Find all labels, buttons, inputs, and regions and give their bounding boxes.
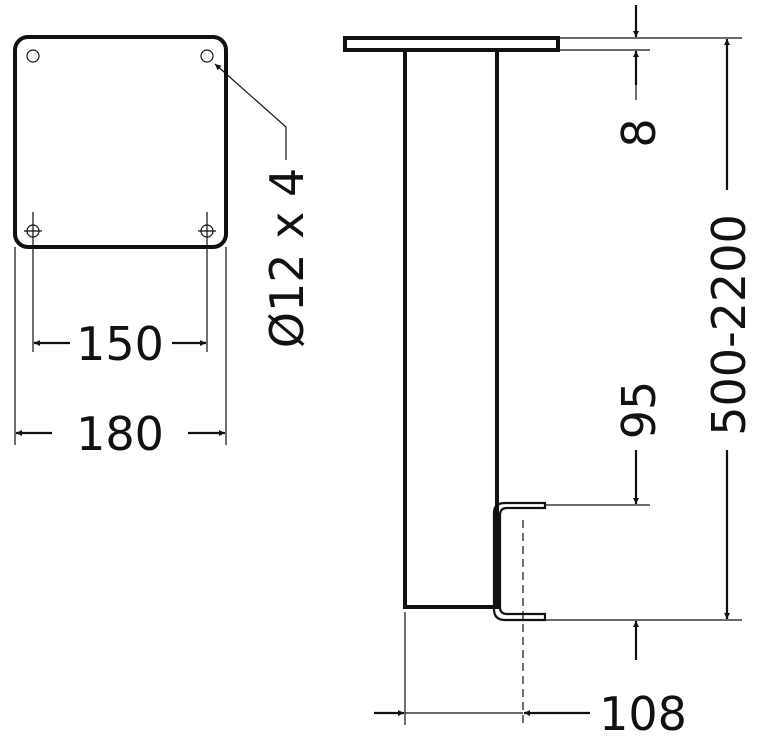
dimension-150: 150 [34,317,206,371]
flange-plate [343,36,560,52]
dimension-label: 150 [76,317,164,371]
dimension-label: 500-2200 [702,214,756,435]
mounting-hole [26,49,40,63]
dimension-label: 180 [76,407,164,461]
hole-leader: Ø12 x 4 [214,63,314,348]
dimension-180: 180 [16,407,225,461]
bracket [492,501,547,622]
dimension-label: 95 [612,381,666,440]
dimension-label: 108 [599,687,687,741]
dimension-8: 8 [612,5,666,148]
extension-lines [404,37,742,725]
extension-lines [14,212,227,445]
base-plate-top-view: 150 180 Ø12 x 4 [13,35,314,461]
dimension-95: 95 [612,381,666,660]
dimension-500-2200: 500-2200 [702,39,756,619]
dimension-label: Ø12 x 4 [260,168,314,348]
post-side-view: 8 500-2200 95 108 [343,5,756,741]
dimension-label: 8 [612,118,666,147]
dimension-108: 108 [374,687,687,741]
mounting-hole [200,49,214,63]
post-tube [403,50,499,609]
base-plate-outline [13,35,228,249]
